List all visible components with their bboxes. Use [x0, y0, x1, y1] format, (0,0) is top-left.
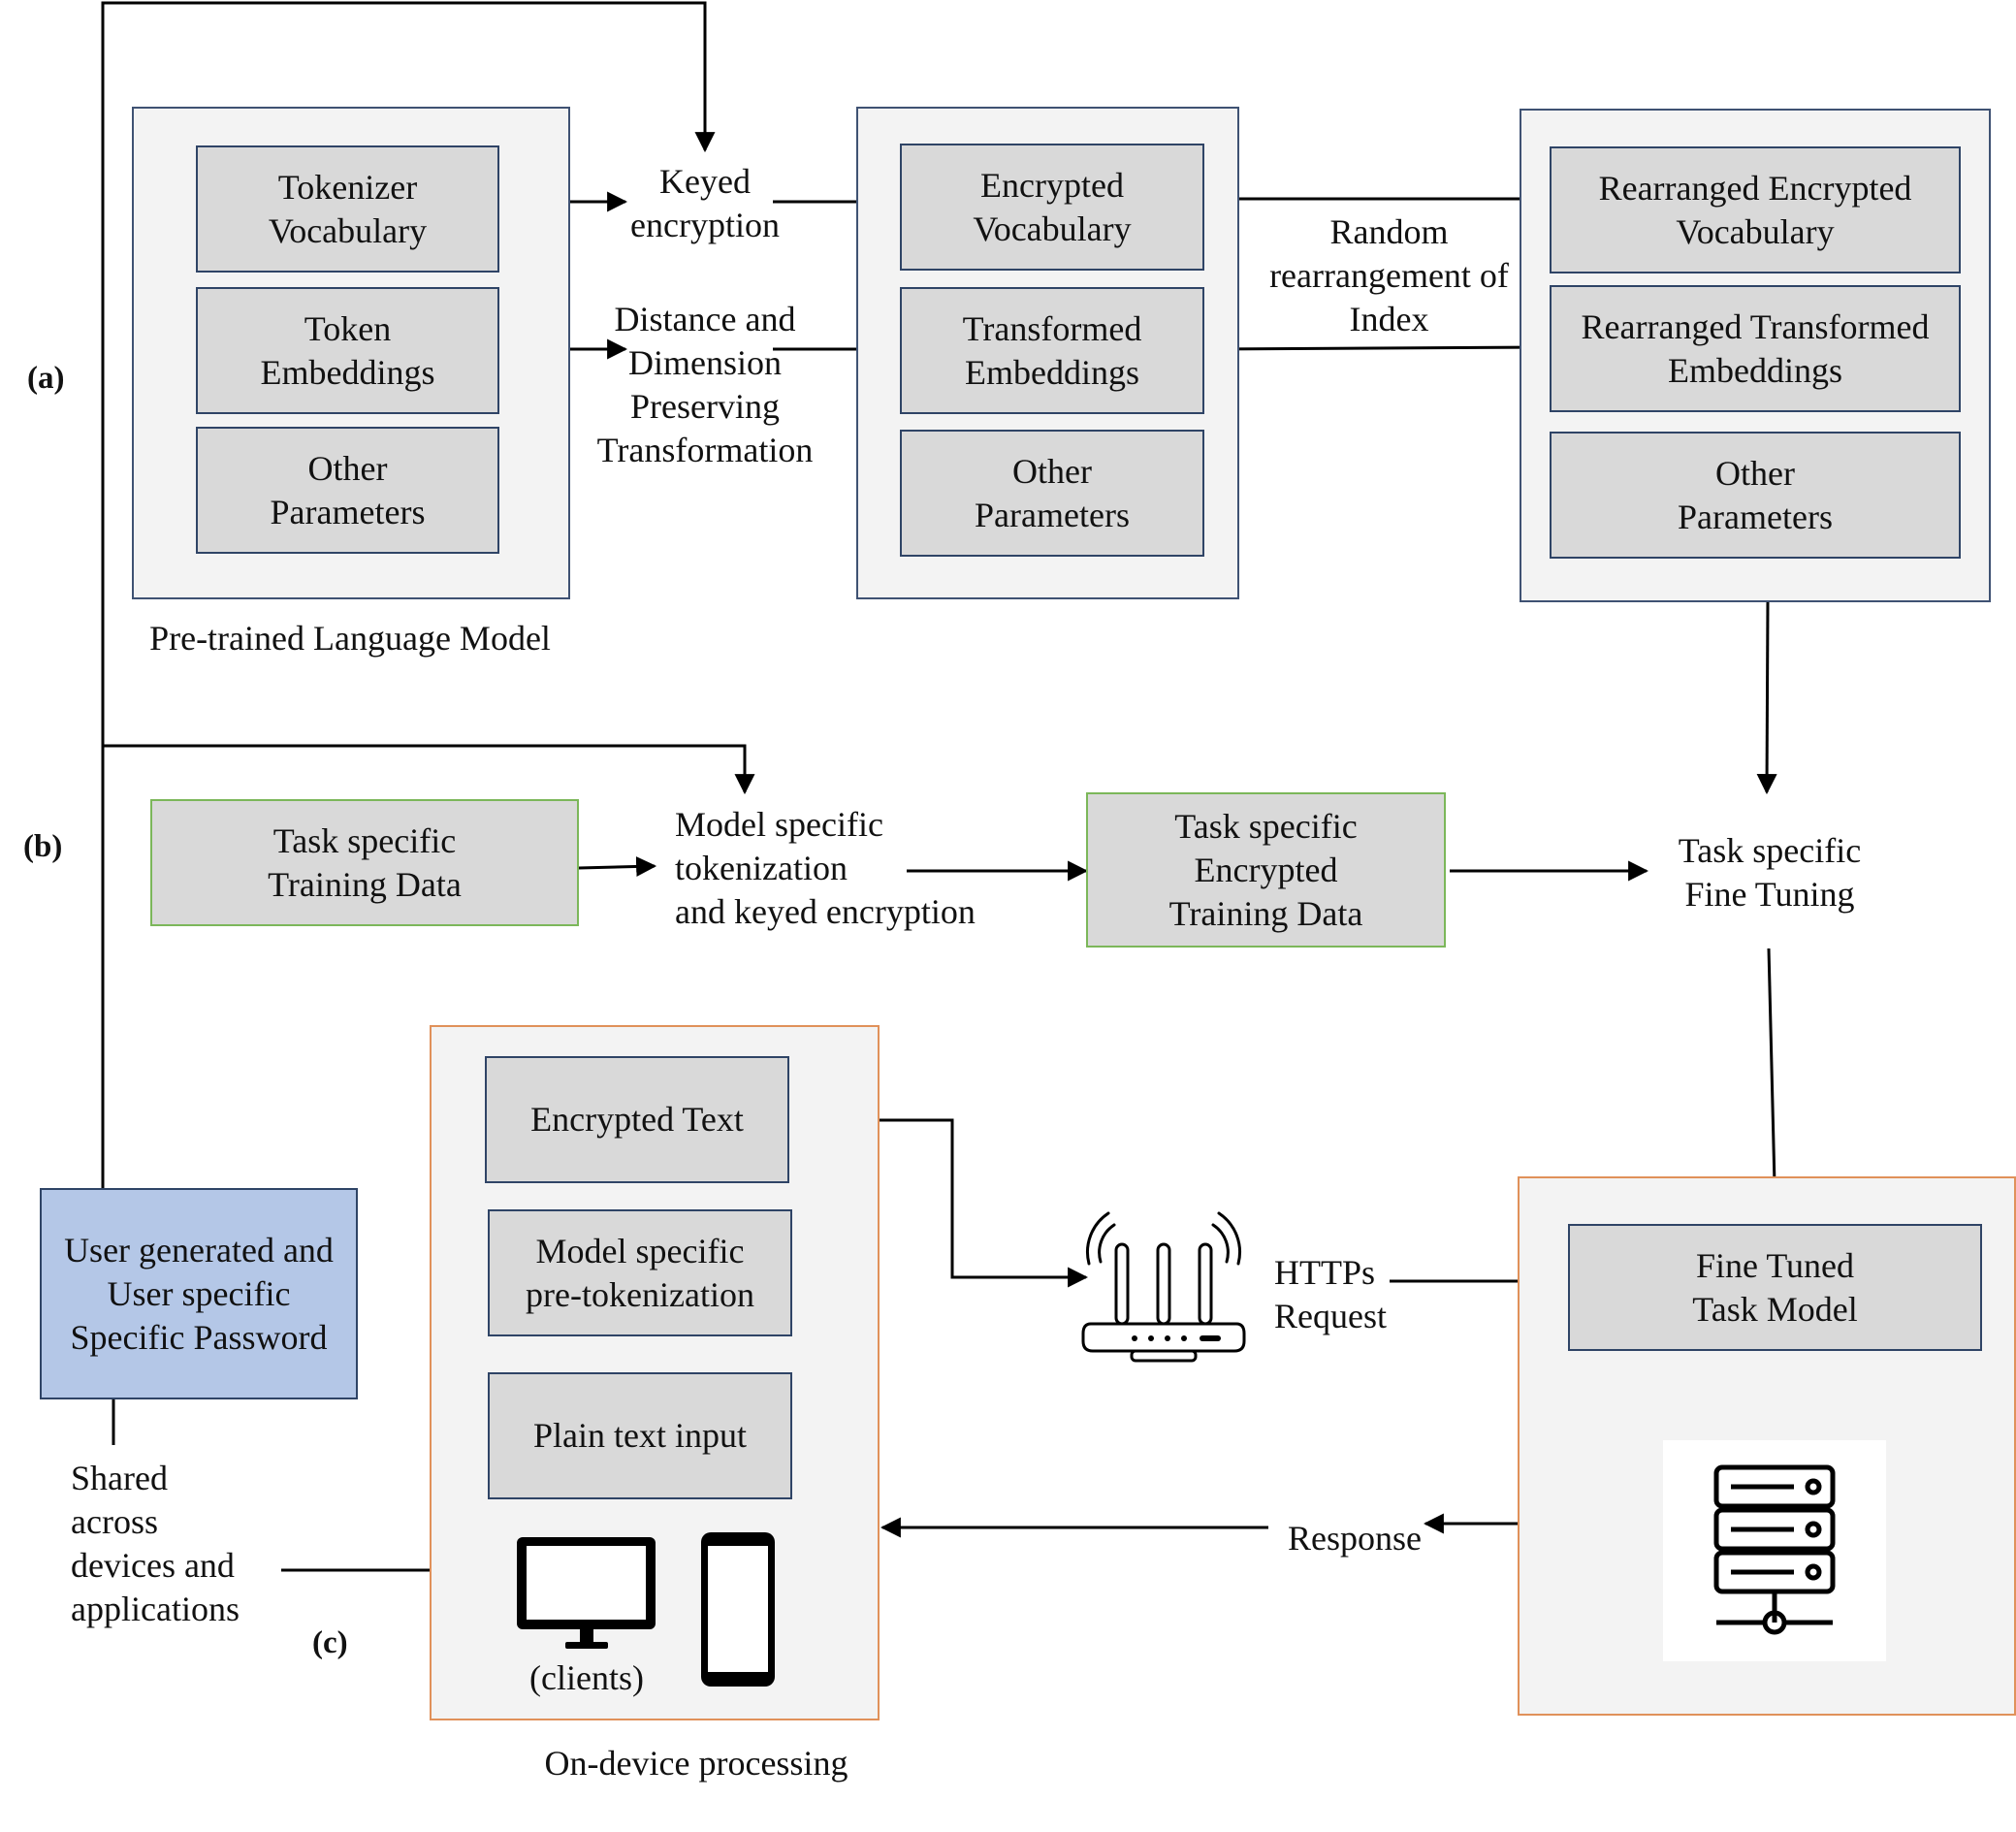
- shared-label: Shared across devices and applications: [71, 1459, 240, 1628]
- section-a-tag: (a): [27, 361, 65, 396]
- rearranged-vocabulary-box: Rearranged Encrypted Vocabulary: [1550, 146, 1961, 273]
- phone-icon: [701, 1532, 775, 1687]
- server-icon: [1663, 1440, 1886, 1661]
- arrow-transformed-to-rearranged: [1203, 337, 1552, 358]
- token-embeddings-box: Token Embeddings: [196, 287, 499, 414]
- router-icon: [1081, 1211, 1246, 1363]
- encrypted-training-data-box: Task specific Encrypted Training Data: [1086, 792, 1446, 948]
- random-rearrangement-label: Random rearrangement of Index: [1269, 212, 1509, 338]
- on-device-caption: On-device processing: [544, 1744, 848, 1783]
- fine-tuned-model-box: Fine Tuned Task Model: [1568, 1224, 1982, 1351]
- plain-text-input-box: Plain text input: [488, 1372, 792, 1499]
- rearranged-embeddings-box: Rearranged Transformed Embeddings: [1550, 285, 1961, 412]
- section-c-tag: (c): [312, 1625, 348, 1660]
- encrypted-text-box: Encrypted Text: [485, 1056, 789, 1183]
- key-line-to-keyed-encryption: [101, 1, 716, 1188]
- tokenization-label: Model specific tokenization and keyed en…: [675, 805, 976, 931]
- keyed-encryption-label: Keyed encryption: [630, 162, 780, 244]
- tokenizer-vocabulary-box: Tokenizer Vocabulary: [196, 145, 499, 273]
- pre-tokenization-box: Model specific pre-tokenization: [488, 1209, 792, 1336]
- rearranged-other-parameters-box: Other Parameters: [1550, 432, 1961, 559]
- arrow-training-to-tokenization: [578, 855, 657, 877]
- section-b-tag: (b): [23, 829, 63, 864]
- https-request-label: HTTPs Request: [1274, 1253, 1387, 1335]
- encrypted-vocabulary-box: Encrypted Vocabulary: [900, 144, 1204, 271]
- monitor-icon: [517, 1537, 656, 1649]
- response-label: Response: [1288, 1519, 1422, 1558]
- clients-label: (clients): [529, 1658, 644, 1697]
- password-box: User generated and User specific Specifi…: [40, 1188, 358, 1399]
- arrow-rearranged-to-fine-tuning: [1756, 600, 1777, 795]
- pretrained-model-caption: Pre-trained Language Model: [149, 619, 551, 658]
- training-data-box: Task specific Training Data: [150, 799, 579, 926]
- distance-transform-label: Distance and Dimension Preserving Transf…: [596, 300, 814, 469]
- encrypted-other-parameters-box: Other Parameters: [900, 430, 1204, 557]
- plm-other-parameters-box: Other Parameters: [196, 427, 499, 554]
- key-line-to-tokenization: [103, 744, 755, 795]
- arrow-encrypted-to-router: [816, 1118, 1089, 1288]
- transformed-embeddings-box: Transformed Embeddings: [900, 287, 1204, 414]
- fine-tuning-label: Task specific Fine Tuning: [1678, 831, 1862, 914]
